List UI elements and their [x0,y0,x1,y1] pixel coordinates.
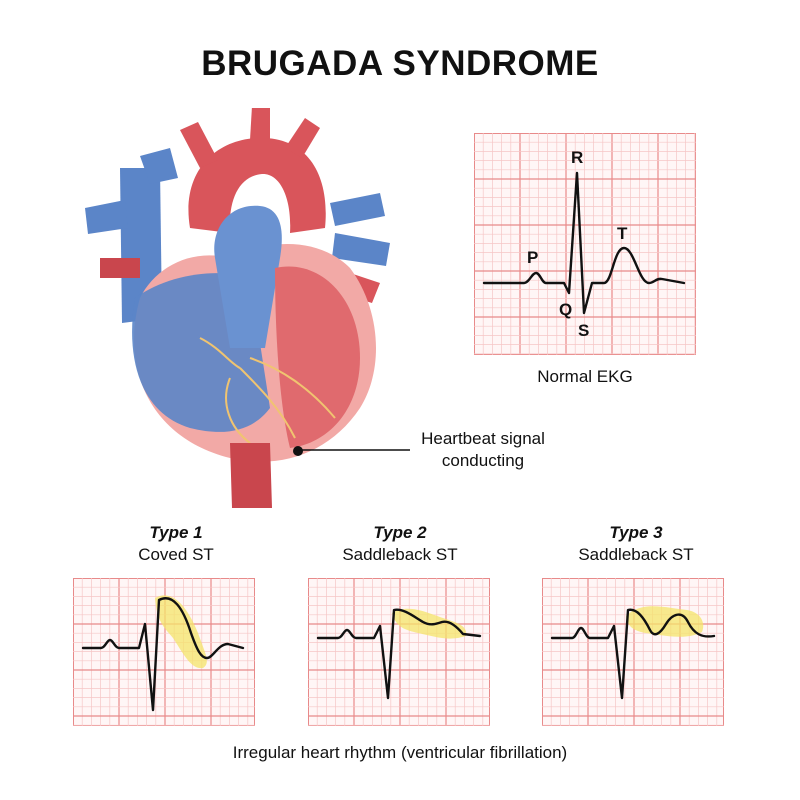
conduction-fibers [199,337,336,444]
type-1-ekg-grid [73,578,255,726]
type-1-title: Type 1 [149,523,203,542]
type-3-highlight [626,606,704,637]
heart-callout-label: Heartbeat signal conducting [421,429,545,470]
type-1-wave [81,597,245,712]
vessel-left-red [100,258,140,278]
pulmonary-vein-2 [332,233,390,266]
type-2-ekg-grid [308,578,490,726]
aorta-branch-3 [285,118,320,158]
type-1-header: Type 1 Coved ST [76,522,276,566]
vein-branch-top [140,148,178,184]
type-3-subtitle: Saddleback ST [578,545,694,564]
page-title: BRUGADA SYNDROME [201,44,599,83]
ekg-label-r: R [571,148,583,167]
type-2-wave [316,608,482,700]
type-3-wave [550,608,716,700]
ekg-label-t: T [617,224,628,243]
ekg-label-q: Q [559,300,572,319]
aorta-branch-1 [180,122,218,168]
type-1-subtitle: Coved ST [138,545,214,564]
callout-dot [293,446,303,456]
type-2-title: Type 2 [373,523,427,542]
type-3-header: Type 3 Saddleback ST [536,522,736,566]
pulmonary-artery [214,205,282,348]
heart-illustration [85,108,390,508]
ekg-grid [308,578,490,726]
vein-branch-left [85,200,128,234]
ekg-grid [474,133,696,355]
inferior-vena-cava [230,443,272,508]
normal-ekg-caption: Normal EKG [537,367,633,386]
aorta-branch-2 [250,108,270,140]
callout-line [296,449,410,451]
ekg-label-s: S [578,321,589,340]
type-2-header: Type 2 Saddleback ST [300,522,500,566]
type-2-subtitle: Saddleback ST [342,545,458,564]
aorta [188,137,326,233]
pulmonary-vein-1 [330,193,385,226]
normal-ekg-wave [482,171,686,315]
type-1-highlight [155,595,207,669]
ekg-grid [542,578,724,726]
left-ventricle [275,266,360,448]
footer-caption: Irregular heart rhythm (ventricular fibr… [232,743,568,762]
type-3-title: Type 3 [609,523,663,542]
type-3-ekg-grid [542,578,724,726]
ekg-label-p: P [527,248,538,267]
normal-ekg-grid: P R Q S T [474,133,696,355]
